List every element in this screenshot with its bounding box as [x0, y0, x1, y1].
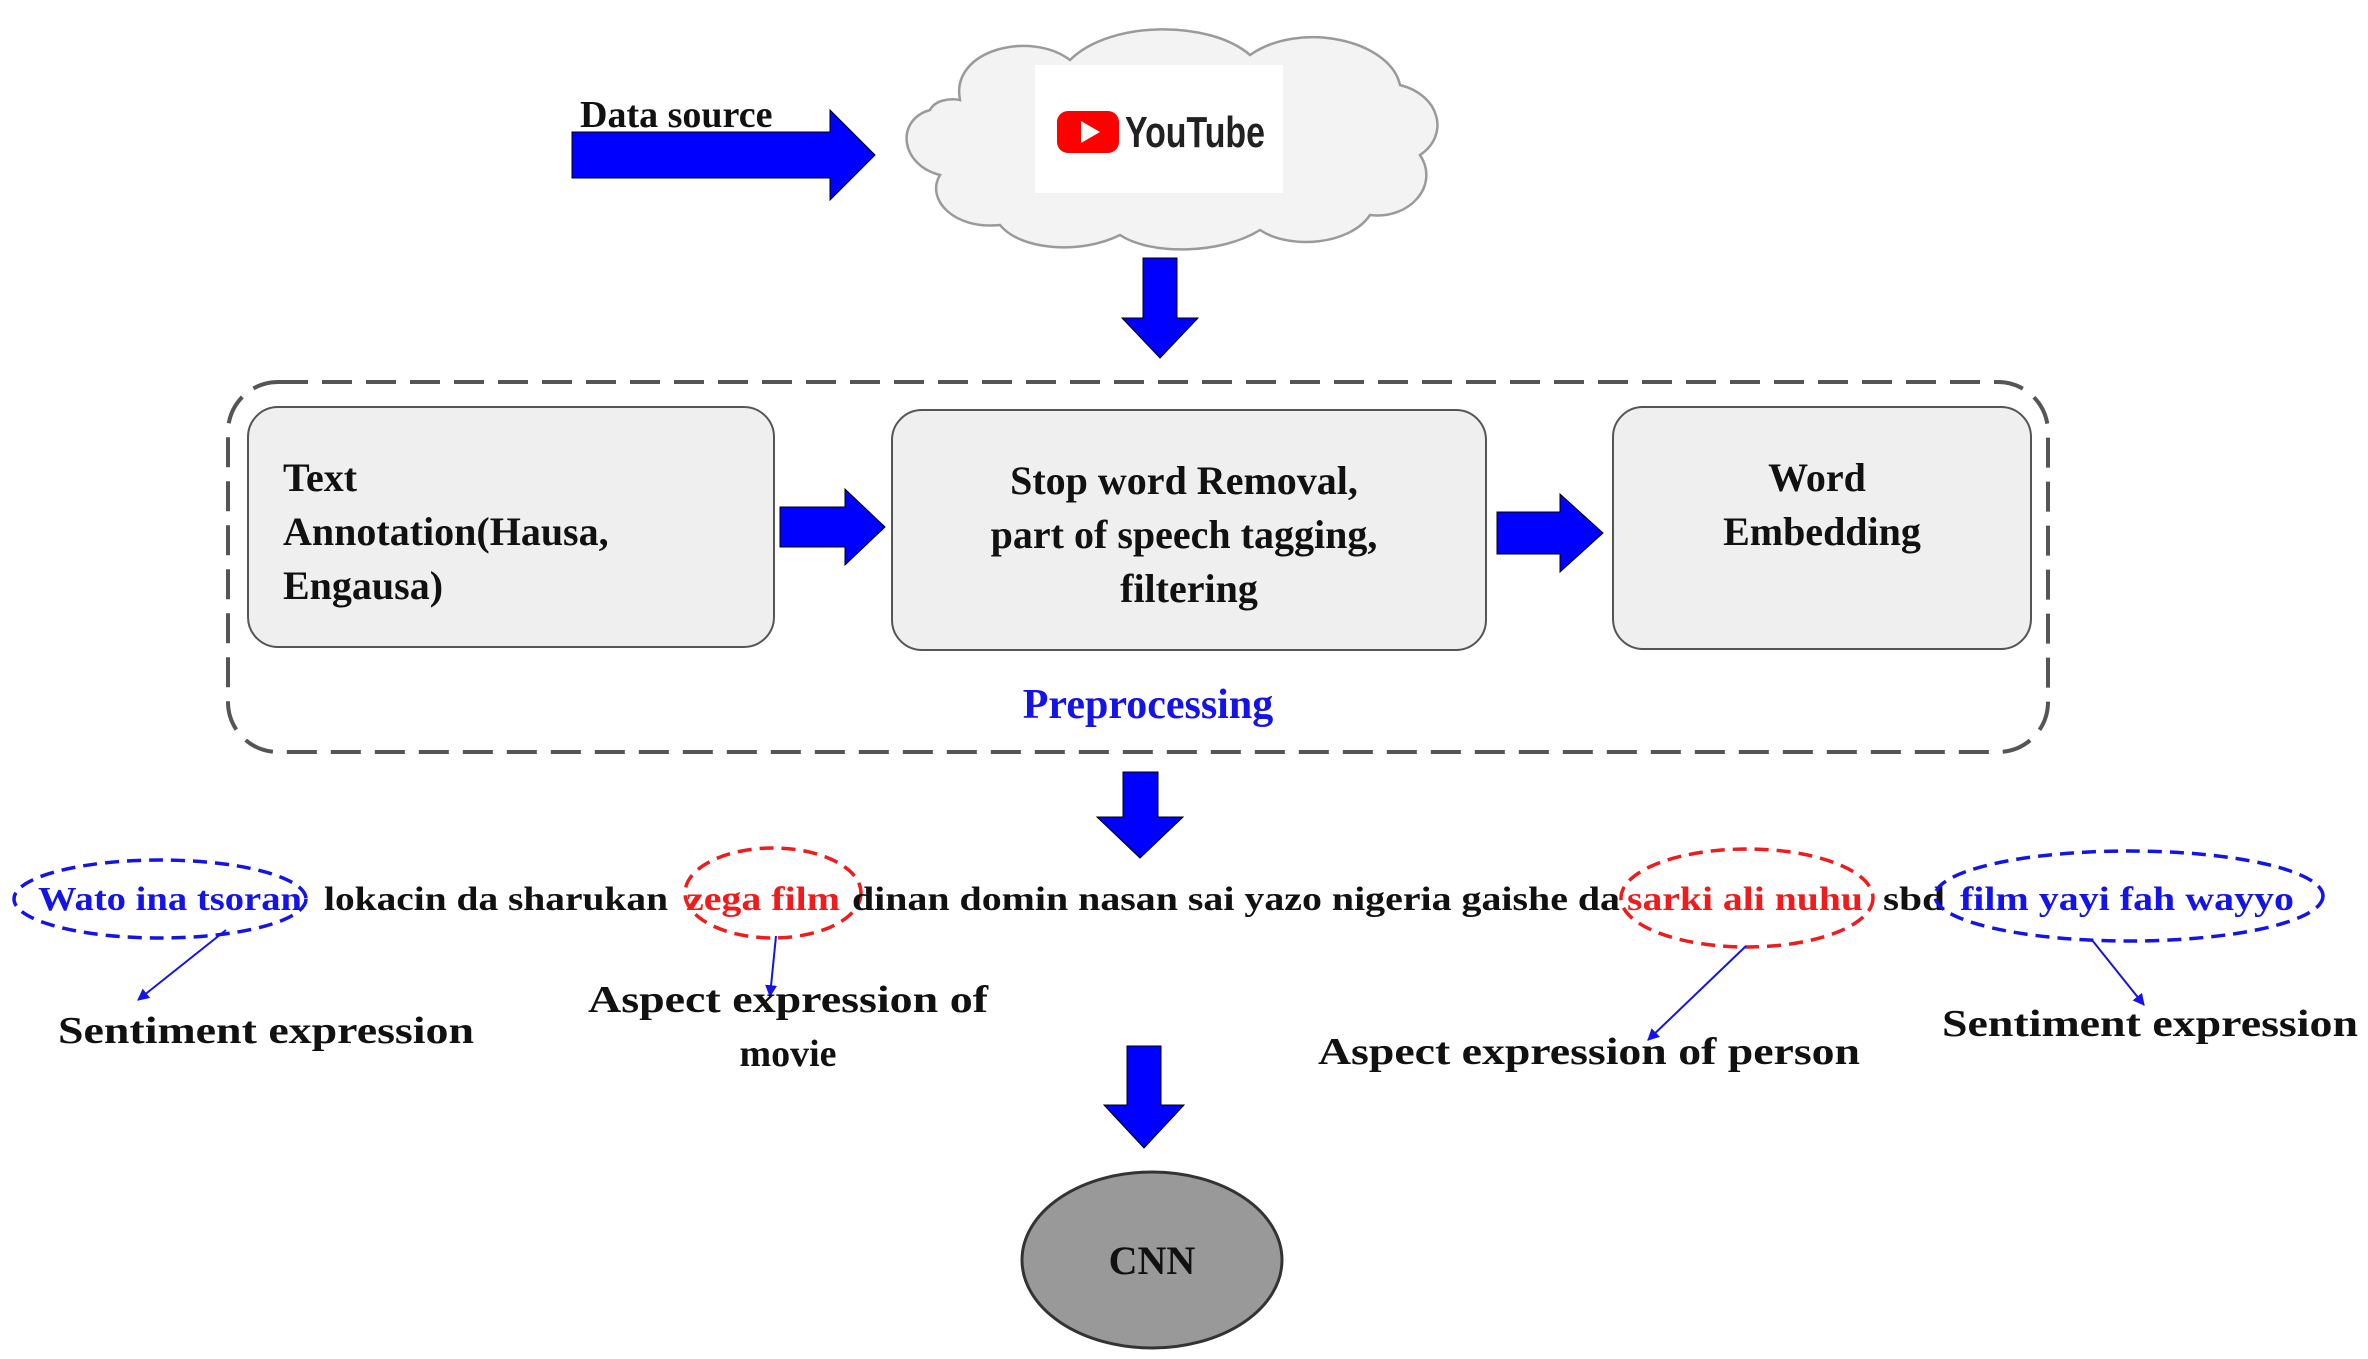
data-source-label: Data source [580, 94, 772, 136]
step-stop-word-line-2: part of speech tagging, [991, 512, 1378, 557]
step-text-annotation-line-2: Annotation(Hausa, [283, 509, 609, 554]
cloud-down-arrow [1120, 257, 1200, 359]
label-aspect-movie-line-2: movie [739, 1033, 836, 1075]
step-text-annotation-line-3: Engausa) [283, 563, 443, 608]
pointer-arrow-aspect-person [1647, 945, 1747, 1041]
sentence-segment-3: zega film [686, 881, 840, 918]
sentence-segment-2: lokacin da sharukan [324, 881, 668, 918]
preprocessing-container [226, 380, 2050, 754]
step-box-word-embedding [1612, 406, 2032, 650]
cnn-down-arrow [1102, 1045, 1186, 1149]
step-text-annotation-label: Text Annotation(Hausa, Engausa) [283, 455, 619, 608]
preprocessing-label: Preprocessing [1023, 682, 1273, 728]
step-box-text-annotation [247, 406, 775, 648]
preprocessing-down-arrow [1095, 771, 1185, 859]
label-sentiment-expression-right: Sentiment expression [1942, 1003, 2358, 1045]
step-stop-word-line-3: filtering [1120, 566, 1258, 611]
sentence-segment-4: dinan domin nasan sai yazo nigeria gaish… [852, 881, 1620, 918]
sentence-segment-7: film yayi fah wayyo [1960, 881, 2294, 918]
youtube-logo-text: YouTube [1125, 108, 1265, 157]
step-word-embedding-label: Word Embedding [1723, 455, 1921, 554]
step-text-annotation-line-1: Text [283, 455, 358, 500]
pointer-arrow-sentiment-right [2091, 939, 2145, 1006]
step-arrow-2 [1496, 492, 1604, 574]
sentence-segment-5: sarki ali nuhu [1627, 881, 1863, 918]
label-aspect-movie-line-1: Aspect expression of [588, 979, 990, 1021]
label-sentiment-expression-left: Sentiment expression [58, 1010, 474, 1052]
step-arrow-1 [779, 487, 886, 567]
step-stop-word-removal-label: Stop word Removal, part of speech taggin… [991, 458, 1388, 611]
sentence-segment-1: Wato ina tsoran [38, 881, 302, 918]
step-word-embedding-line-2: Embedding [1723, 509, 1921, 554]
label-aspect-expression-person: Aspect expression of person [1318, 1031, 1860, 1073]
aspect-ellipse-person [1619, 847, 1875, 949]
youtube-logo: YouTube [1035, 65, 1283, 193]
example-sentence: Wato ina tsoran lokacin da sharukan zega… [12, 846, 2325, 949]
pointer-arrow-aspect-movie [765, 935, 778, 998]
step-word-embedding-line-1: Word [1768, 455, 1866, 500]
step-stop-word-line-1: Stop word Removal, [1010, 458, 1358, 503]
cnn-node [1020, 1170, 1284, 1350]
sentiment-ellipse-right [1933, 849, 2325, 943]
data-source-arrow [571, 108, 876, 202]
cnn-label: CNN [1109, 1238, 1196, 1283]
sentiment-ellipse-left [12, 858, 308, 940]
aspect-ellipse-movie [683, 846, 863, 940]
step-box-stop-word-removal [891, 409, 1487, 651]
pointer-arrow-sentiment-left [137, 929, 227, 1001]
